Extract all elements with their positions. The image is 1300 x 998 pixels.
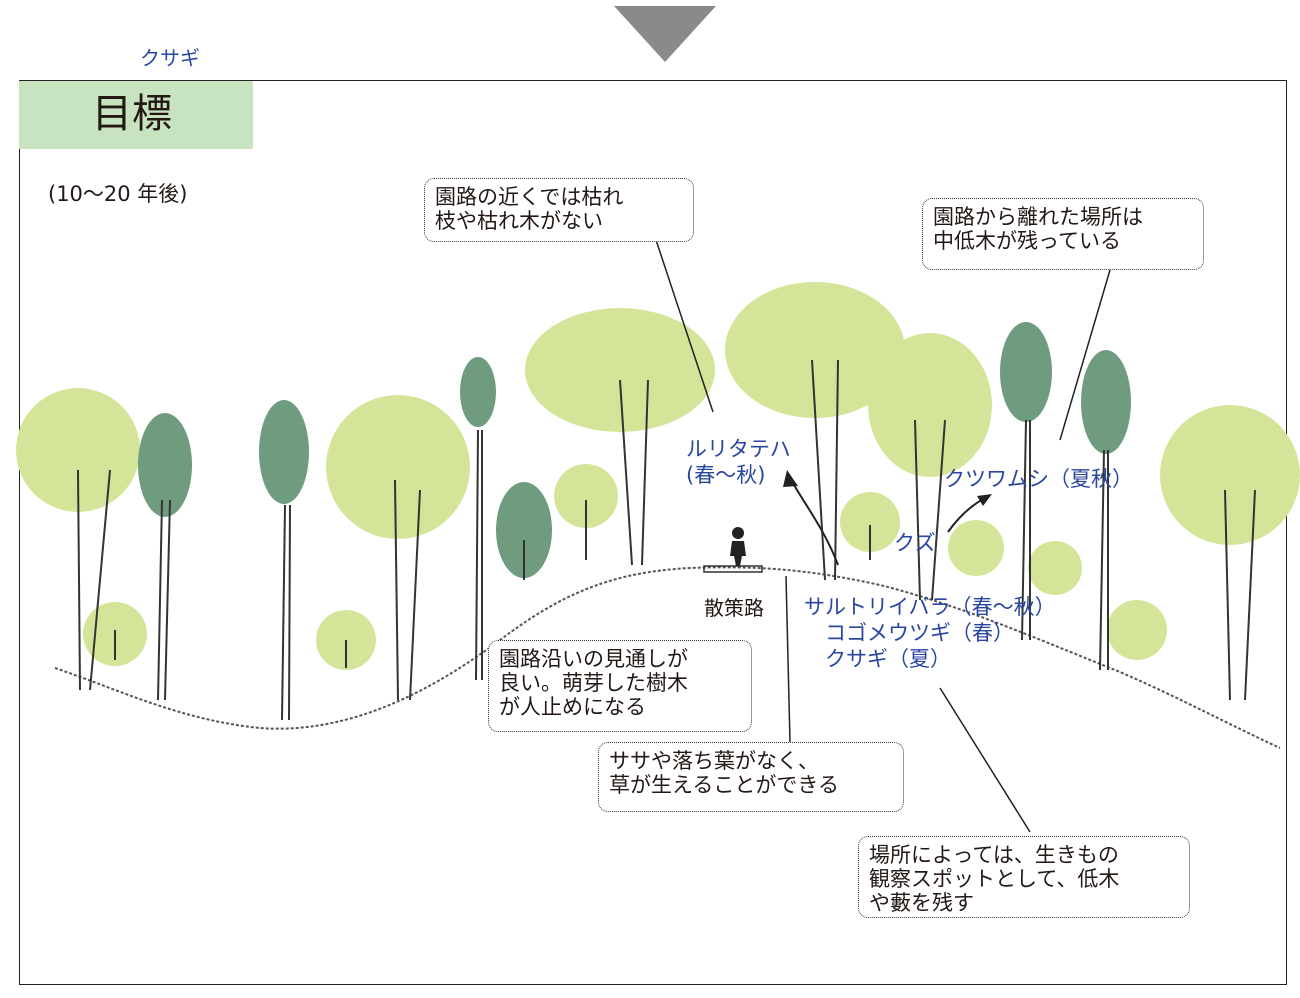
callout-far-from-path: 園路から離れた場所は 中低木が残っている bbox=[922, 198, 1204, 270]
walking-path-marker bbox=[703, 565, 763, 573]
top-species-label: クサギ bbox=[140, 46, 200, 70]
tree-trunk bbox=[811, 359, 839, 581]
arrow-head bbox=[783, 470, 798, 487]
canopy-light bbox=[554, 464, 618, 528]
tree-trunk bbox=[394, 479, 421, 701]
canopy-light bbox=[326, 395, 470, 539]
tree-trunk bbox=[914, 419, 946, 601]
tree-trunk bbox=[1099, 449, 1109, 671]
canopy-light bbox=[1107, 600, 1167, 660]
leader-line bbox=[785, 575, 791, 743]
tree-trunk bbox=[281, 504, 291, 721]
species-shrubs: サルトリイバラ（春～秋） コゴメウツギ（春） クサギ（夏） bbox=[804, 595, 1056, 671]
arrow-to-ruritateha bbox=[789, 477, 839, 566]
tree-trunk bbox=[1224, 489, 1256, 701]
canopy-light bbox=[868, 333, 992, 477]
ground-line bbox=[54, 566, 1281, 749]
species-kuzu: クズ bbox=[894, 531, 936, 555]
path-label: 散策路 bbox=[704, 596, 764, 620]
canopy-dark bbox=[1000, 322, 1052, 422]
callout-observation: 場所によっては、生きもの 観察スポットとして、低木 や藪を残す bbox=[858, 836, 1190, 918]
callout-ground: ササや落ち葉がなく、 草が生えることができる bbox=[598, 742, 904, 812]
leader-line bbox=[1059, 269, 1111, 441]
tree-trunk bbox=[619, 379, 649, 566]
canopy-dark bbox=[138, 413, 192, 517]
tree-trunk bbox=[1021, 419, 1031, 641]
tree-trunk bbox=[157, 499, 171, 701]
canopy-dark bbox=[259, 400, 309, 504]
species-ruritateha: ルリタテハ (春～秋) bbox=[686, 437, 791, 487]
canopy-dark bbox=[1081, 350, 1131, 454]
canopy-light bbox=[525, 308, 715, 432]
callout-near-path: 園路の近くでは枯れ 枝や枯れ木がない bbox=[424, 178, 694, 242]
leader-line bbox=[939, 687, 1031, 833]
person-icon bbox=[730, 527, 746, 566]
canopy-light bbox=[1160, 405, 1300, 545]
canopy-dark bbox=[496, 482, 552, 578]
tree-trunk bbox=[77, 469, 111, 691]
canopy-light bbox=[725, 282, 905, 418]
illustration-frame bbox=[19, 80, 1287, 985]
canopy-light bbox=[840, 492, 900, 552]
period-label: (10～20 年後) bbox=[48, 182, 188, 206]
goal-banner bbox=[19, 81, 253, 149]
canopy-dark bbox=[460, 357, 496, 427]
canopy-light bbox=[1028, 541, 1082, 595]
tree-trunk bbox=[475, 429, 483, 681]
arrow-head bbox=[977, 494, 992, 506]
callout-visibility: 園路沿いの見通しが 良い。萌芽した樹木 が人止めになる bbox=[488, 640, 752, 732]
down-arrow-indicator bbox=[614, 6, 716, 62]
tree-trunk bbox=[114, 500, 871, 668]
canopy-light bbox=[948, 520, 1004, 576]
leader-line bbox=[655, 239, 714, 413]
species-kutsuwamushi: クツワムシ（夏秋） bbox=[944, 467, 1133, 491]
goal-title: 目標 bbox=[92, 91, 172, 137]
